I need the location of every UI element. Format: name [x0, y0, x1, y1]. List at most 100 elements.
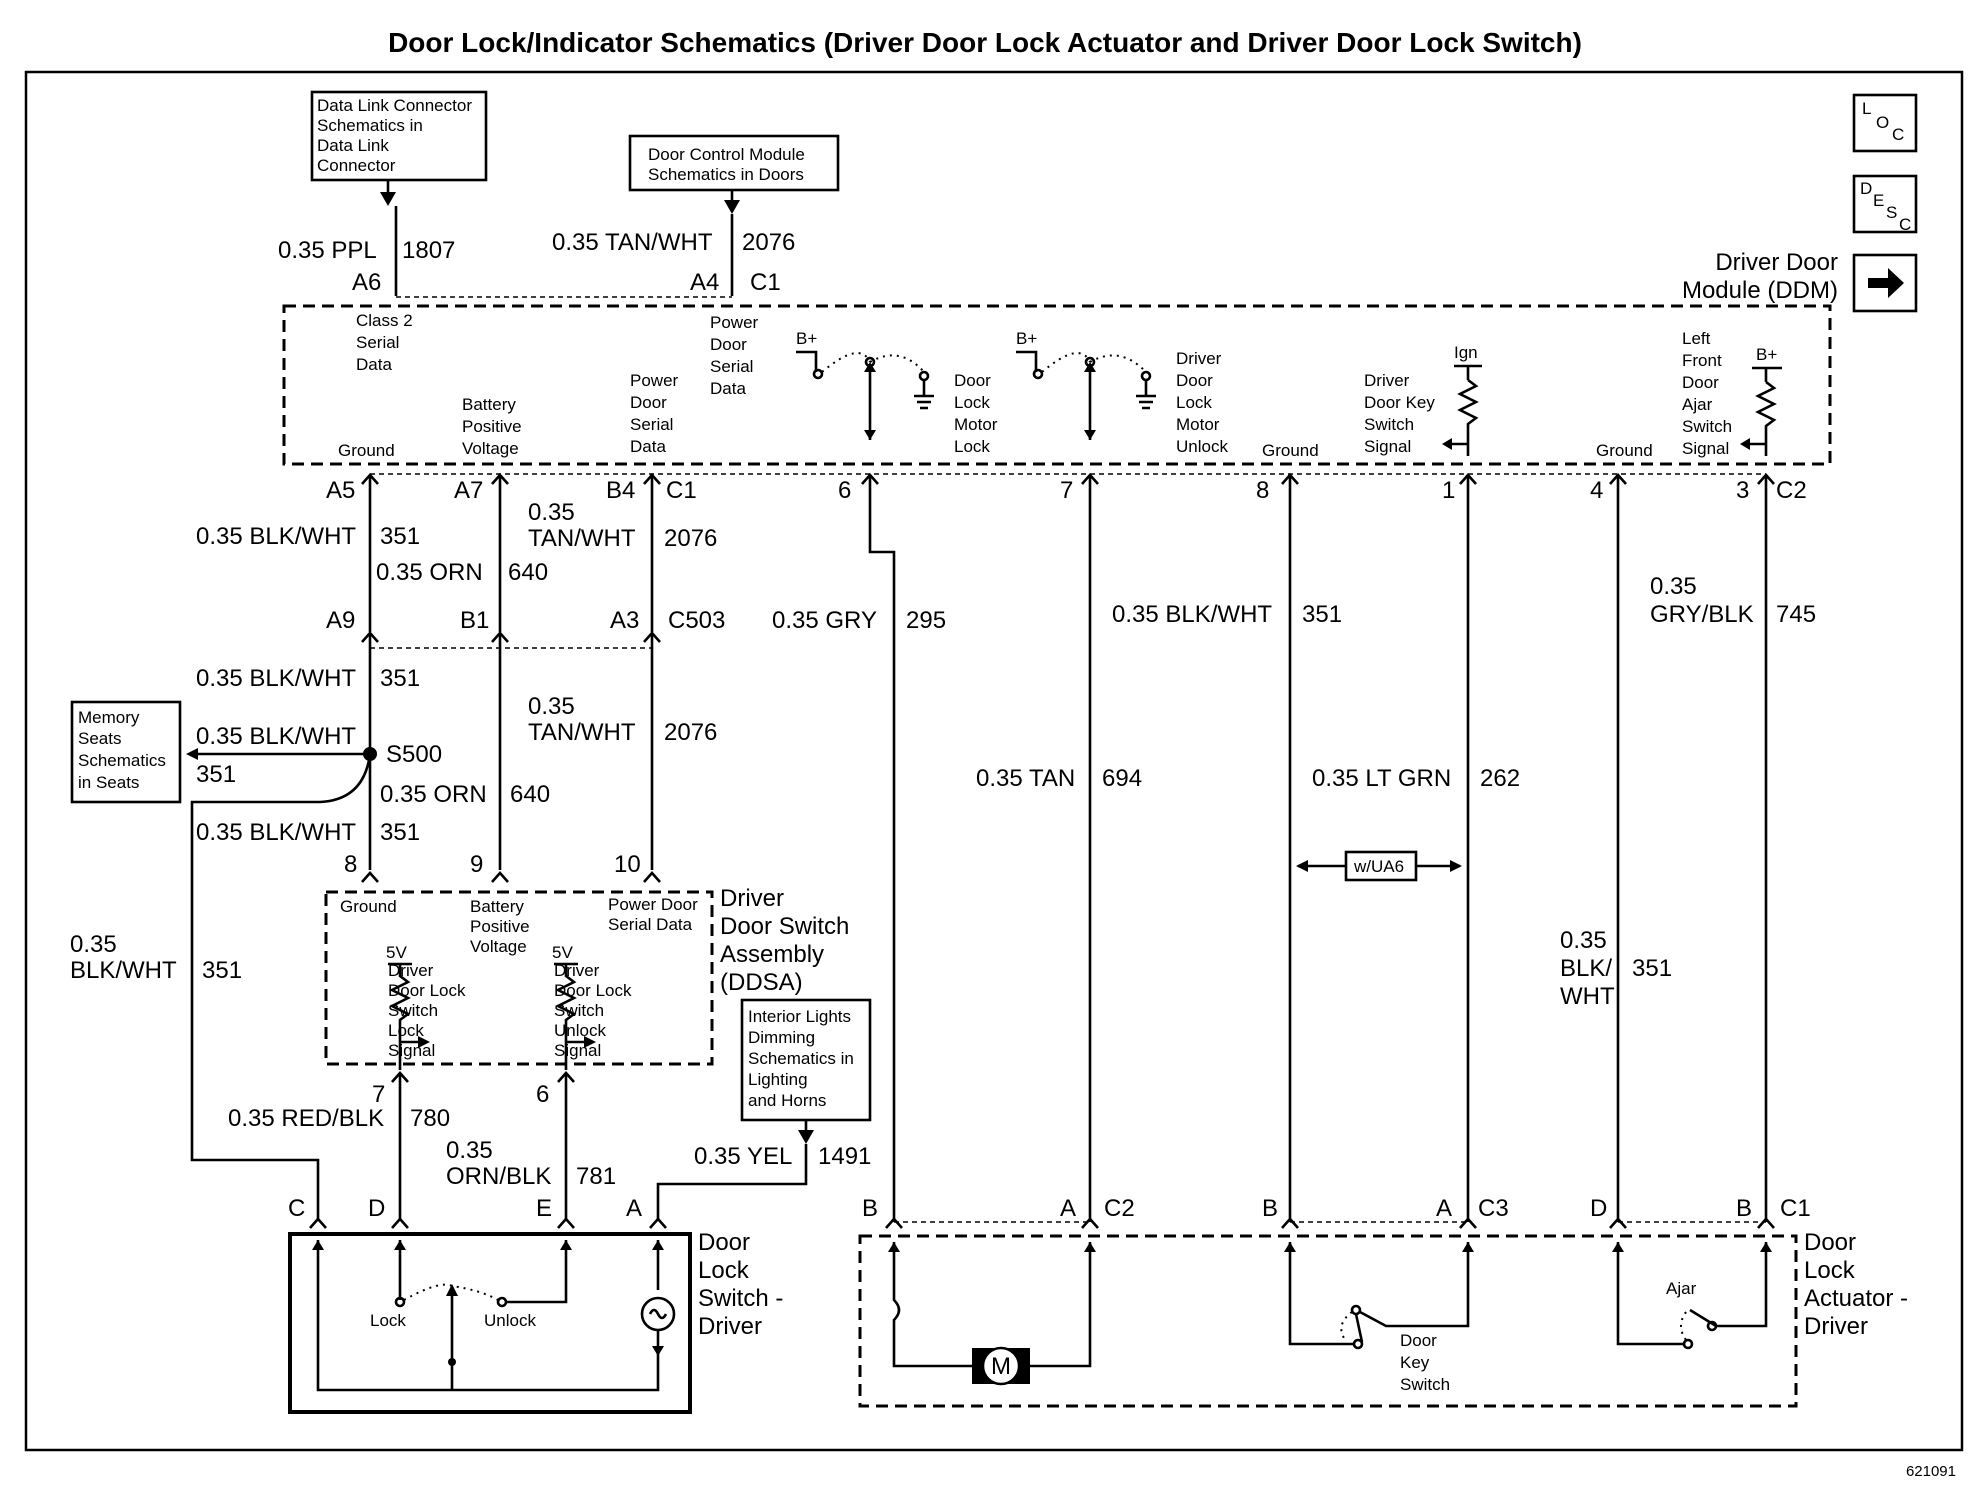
svg-text:C1: C1 — [666, 477, 697, 504]
next-page-button[interactable] — [1852, 253, 1918, 313]
svg-text:745: 745 — [1776, 601, 1816, 628]
svg-text:Door: Door — [698, 1229, 750, 1256]
memory-seats-reference-box[interactable]: Memory Seats Schematics in Seats — [70, 700, 182, 804]
svg-text:Assembly: Assembly — [720, 941, 824, 968]
svg-text:Power Door: Power Door — [608, 895, 698, 914]
ddsa-pins-top: 8 9 10 — [344, 851, 661, 883]
dlc-reference-box[interactable]: Data Link Connector Schematics in Data L… — [310, 90, 488, 182]
svg-text:Power: Power — [710, 313, 759, 332]
svg-text:0.35 BLK/WHT: 0.35 BLK/WHT — [1112, 601, 1272, 628]
svg-text:10: 10 — [614, 851, 641, 878]
svg-text:Switch: Switch — [1364, 415, 1414, 434]
ua6-option-tag: w/UA6 — [1296, 850, 1462, 882]
svg-text:Door Control Module: Door Control Module — [648, 145, 805, 164]
svg-text:640: 640 — [510, 781, 550, 808]
svg-text:Battery: Battery — [470, 897, 524, 916]
svg-text:Serial Data: Serial Data — [608, 915, 693, 934]
right-arrow-icon — [1868, 268, 1904, 298]
svg-text:2076: 2076 — [742, 229, 795, 256]
svg-text:Switch -: Switch - — [698, 1285, 783, 1312]
svg-text:Driver: Driver — [1176, 349, 1222, 368]
svg-text:6: 6 — [838, 477, 851, 504]
svg-text:7: 7 — [372, 1081, 385, 1108]
svg-text:Door: Door — [1400, 1331, 1437, 1350]
svg-text:A: A — [1060, 1195, 1076, 1222]
svg-text:A5: A5 — [326, 477, 355, 504]
ddm-internal-labels: Class 2 Serial Data Power Door Serial Da… — [338, 311, 1732, 460]
svg-text:295: 295 — [906, 607, 946, 634]
svg-text:Data: Data — [710, 379, 746, 398]
svg-text:Lock: Lock — [370, 1311, 406, 1330]
svg-text:Data: Data — [630, 437, 666, 456]
svg-text:694: 694 — [1102, 765, 1142, 792]
svg-text:Door Lock: Door Lock — [554, 981, 632, 1000]
svg-text:Lock: Lock — [1176, 393, 1212, 412]
dcm-reference-box[interactable]: Door Control Module Schematics in Doors — [628, 134, 840, 192]
lock-switch-pins: C D E A — [288, 1195, 667, 1229]
svg-text:Memory: Memory — [78, 708, 140, 727]
svg-text:S500: S500 — [386, 741, 442, 768]
svg-text:Switch: Switch — [388, 1001, 438, 1020]
svg-text:Signal: Signal — [554, 1041, 601, 1060]
svg-text:GRY/BLK: GRY/BLK — [1650, 601, 1754, 628]
loc-button[interactable]: LOC — [1852, 93, 1918, 153]
svg-text:Front: Front — [1682, 351, 1722, 370]
svg-text:262: 262 — [1480, 765, 1520, 792]
svg-text:Unlock: Unlock — [484, 1311, 536, 1330]
lock-switch-internals: Lock Unlock — [312, 1240, 676, 1392]
svg-text:E: E — [1873, 191, 1884, 210]
svg-text:2076: 2076 — [664, 719, 717, 746]
svg-text:640: 640 — [508, 559, 548, 586]
svg-text:Switch: Switch — [554, 1001, 604, 1020]
svg-text:1491: 1491 — [818, 1143, 871, 1170]
svg-text:781: 781 — [576, 1163, 616, 1190]
svg-text:A: A — [626, 1195, 642, 1222]
svg-text:Data: Data — [356, 355, 392, 374]
svg-text:A3: A3 — [610, 607, 639, 634]
svg-text:Seats: Seats — [78, 729, 121, 748]
svg-text:D: D — [1860, 179, 1872, 198]
svg-text:351: 351 — [202, 957, 242, 984]
ddsa-internal-labels: Ground Battery Positive Voltage Power Do… — [340, 895, 698, 1060]
svg-text:0.35: 0.35 — [1650, 573, 1697, 600]
svg-text:Serial: Serial — [356, 333, 399, 352]
svg-text:0.35 BLK/WHT: 0.35 BLK/WHT — [196, 723, 356, 750]
svg-text:C1: C1 — [1780, 1195, 1811, 1222]
wire-351-to-switch-c — [190, 753, 372, 1220]
svg-text:Signal: Signal — [388, 1041, 435, 1060]
svg-text:Positive: Positive — [462, 417, 522, 436]
figure-number: 621091 — [1906, 1463, 1956, 1480]
ddsa-lock-resistor — [388, 962, 420, 1070]
svg-text:Module (DDM): Module (DDM) — [1682, 277, 1838, 304]
svg-text:A7: A7 — [454, 477, 483, 504]
ddsa-pins-bottom: 7 6 — [372, 1071, 575, 1108]
svg-text:Lock: Lock — [698, 1257, 750, 1284]
svg-text:Ign: Ign — [1454, 343, 1478, 362]
svg-text:8: 8 — [344, 851, 357, 878]
svg-text:0.35 YEL: 0.35 YEL — [694, 1143, 792, 1170]
svg-text:Serial: Serial — [710, 357, 753, 376]
svg-text:C: C — [1899, 215, 1911, 234]
svg-text:Ajar: Ajar — [1682, 395, 1713, 414]
interior-lights-reference-box[interactable]: Interior Lights Dimming Schematics in Li… — [740, 998, 872, 1122]
svg-text:Door: Door — [954, 371, 991, 390]
svg-text:Lock: Lock — [954, 437, 990, 456]
svg-text:in Seats: in Seats — [78, 773, 139, 792]
svg-text:TAN/WHT: TAN/WHT — [528, 719, 636, 746]
ddsa-unlock-resistor — [554, 962, 586, 1070]
svg-text:C: C — [288, 1195, 305, 1222]
dcm-connector-arrow — [724, 200, 740, 214]
svg-text:Data Link Connector: Data Link Connector — [317, 96, 472, 115]
wire-295 — [868, 476, 896, 1222]
svg-text:351: 351 — [1632, 955, 1672, 982]
svg-text:780: 780 — [410, 1105, 450, 1132]
c503-connector: A9 B1 A3 C503 — [326, 607, 725, 649]
svg-text:351: 351 — [380, 523, 420, 550]
ddm-bottom-pins: A5 A7 B4 C1 6 7 8 1 4 3 C2 — [326, 477, 1807, 504]
svg-text:ORN/BLK: ORN/BLK — [446, 1163, 551, 1190]
ground-icon — [1136, 394, 1156, 410]
svg-text:Door: Door — [1176, 371, 1213, 390]
svg-text:0.35: 0.35 — [528, 499, 575, 526]
